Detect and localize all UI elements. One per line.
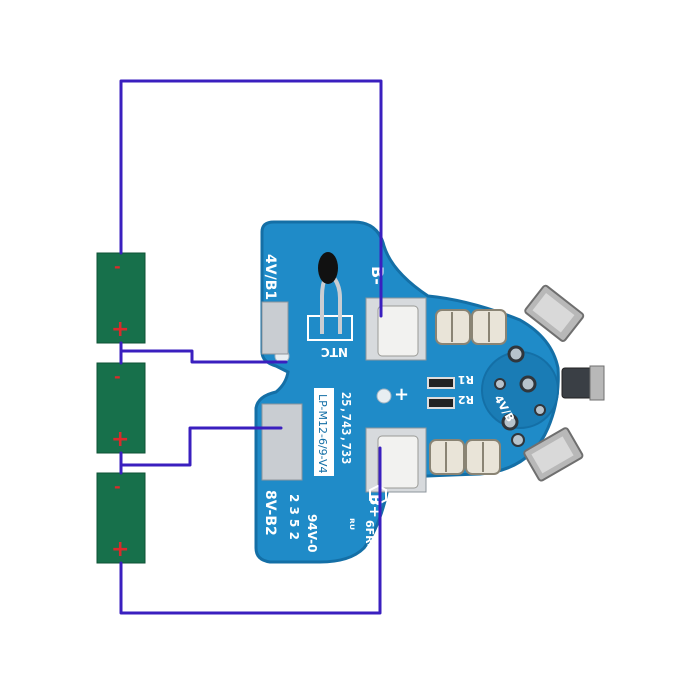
- b-minus-tab: [377, 305, 419, 357]
- b2-pad: [261, 403, 303, 481]
- via-1: [507, 345, 525, 363]
- label-ntc: NTC: [321, 345, 348, 359]
- wire-b-minus: [119, 79, 383, 318]
- label-b2: 8V-B2: [262, 490, 278, 536]
- cell-2-minus: -: [114, 367, 121, 386]
- label-rating: 94V-0: [305, 514, 319, 552]
- cell-3-plus: +: [111, 537, 129, 562]
- ntc-thermistor: [307, 252, 353, 341]
- via-5: [511, 433, 525, 447]
- wire-b-plus: [119, 446, 382, 615]
- battery-cells: - + - + - +: [96, 252, 146, 564]
- via-3: [494, 378, 506, 390]
- via-6: [534, 404, 546, 416]
- ul-hex-icon: [369, 484, 387, 506]
- ntc-head: [318, 252, 338, 284]
- cell-1-minus: -: [114, 257, 121, 276]
- cell-1: - +: [96, 252, 146, 344]
- cell-1-plus: +: [111, 317, 129, 342]
- label-r2: R2: [458, 393, 474, 406]
- label-r1: R1: [458, 373, 474, 386]
- pcb-round-cutout: [481, 351, 559, 429]
- via-4: [501, 413, 519, 431]
- label-codes: 2 3 5 2: [287, 494, 301, 540]
- label-ul-mark: ᴿᵁ: [343, 518, 357, 530]
- mosfets: [523, 284, 605, 482]
- b1-pad: [261, 301, 289, 355]
- cell-2-plus: +: [111, 427, 129, 452]
- terminal-bottom-right: [465, 439, 501, 475]
- mosfet-top: [524, 284, 585, 342]
- resistor-r1: [427, 377, 455, 389]
- label-b1: 4V/B1: [262, 254, 278, 300]
- label-plus: +: [394, 384, 409, 405]
- label-model: LP-M12-6/9-V4: [316, 394, 329, 474]
- cell-3-minus: -: [114, 477, 121, 496]
- model-box: [314, 388, 334, 476]
- cell-3: - +: [96, 472, 146, 564]
- wires: [119, 79, 383, 615]
- terminal-top-left: [435, 309, 471, 345]
- mount-hole-center: [376, 388, 392, 404]
- pcb-board: [254, 220, 560, 564]
- b-plus-tab: [377, 435, 419, 489]
- ntc-lead-2: [332, 276, 342, 334]
- terminal-barrels: [377, 305, 507, 489]
- label-b-minus: B-: [368, 266, 387, 285]
- resistors: [427, 377, 455, 409]
- cell-2: - +: [96, 362, 146, 454]
- label-fr4: 6FR4 E353492: [363, 520, 376, 609]
- terminal-bottom-left: [429, 439, 465, 475]
- resistor-r2: [427, 397, 455, 409]
- mosfet-bottom: [523, 427, 584, 482]
- via-2: [519, 375, 537, 393]
- ntc-outline: [307, 315, 353, 341]
- silkscreen-labels: 4V/B1 B- NTC + R1 R2 4V/B LP-M12-6/9-V4 …: [262, 254, 517, 609]
- mosfet-right: [561, 365, 605, 401]
- terminal-top-right: [471, 309, 507, 345]
- label-part-numbers: 25,743,733: [339, 392, 353, 464]
